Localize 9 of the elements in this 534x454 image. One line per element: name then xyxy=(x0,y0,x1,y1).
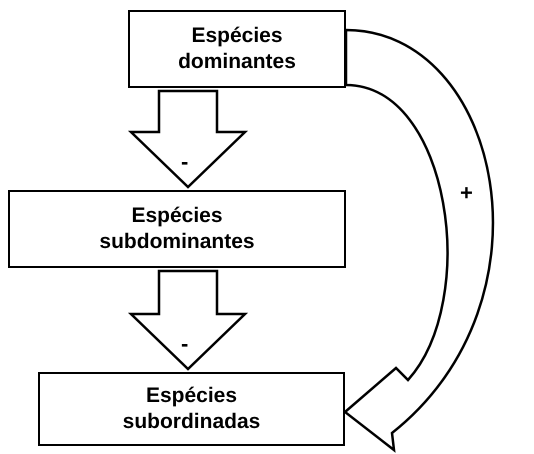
block-arrow xyxy=(344,28,494,452)
edge-label: - xyxy=(181,151,188,173)
species-box: Espécies dominantes xyxy=(128,10,346,88)
block-arrow xyxy=(128,90,248,189)
edge-label: - xyxy=(181,333,188,355)
species-box: Espécies subdominantes xyxy=(8,190,346,268)
species-box: Espécies subordinadas xyxy=(38,372,345,446)
edge-label: + xyxy=(460,182,473,204)
block-arrow xyxy=(128,270,248,371)
